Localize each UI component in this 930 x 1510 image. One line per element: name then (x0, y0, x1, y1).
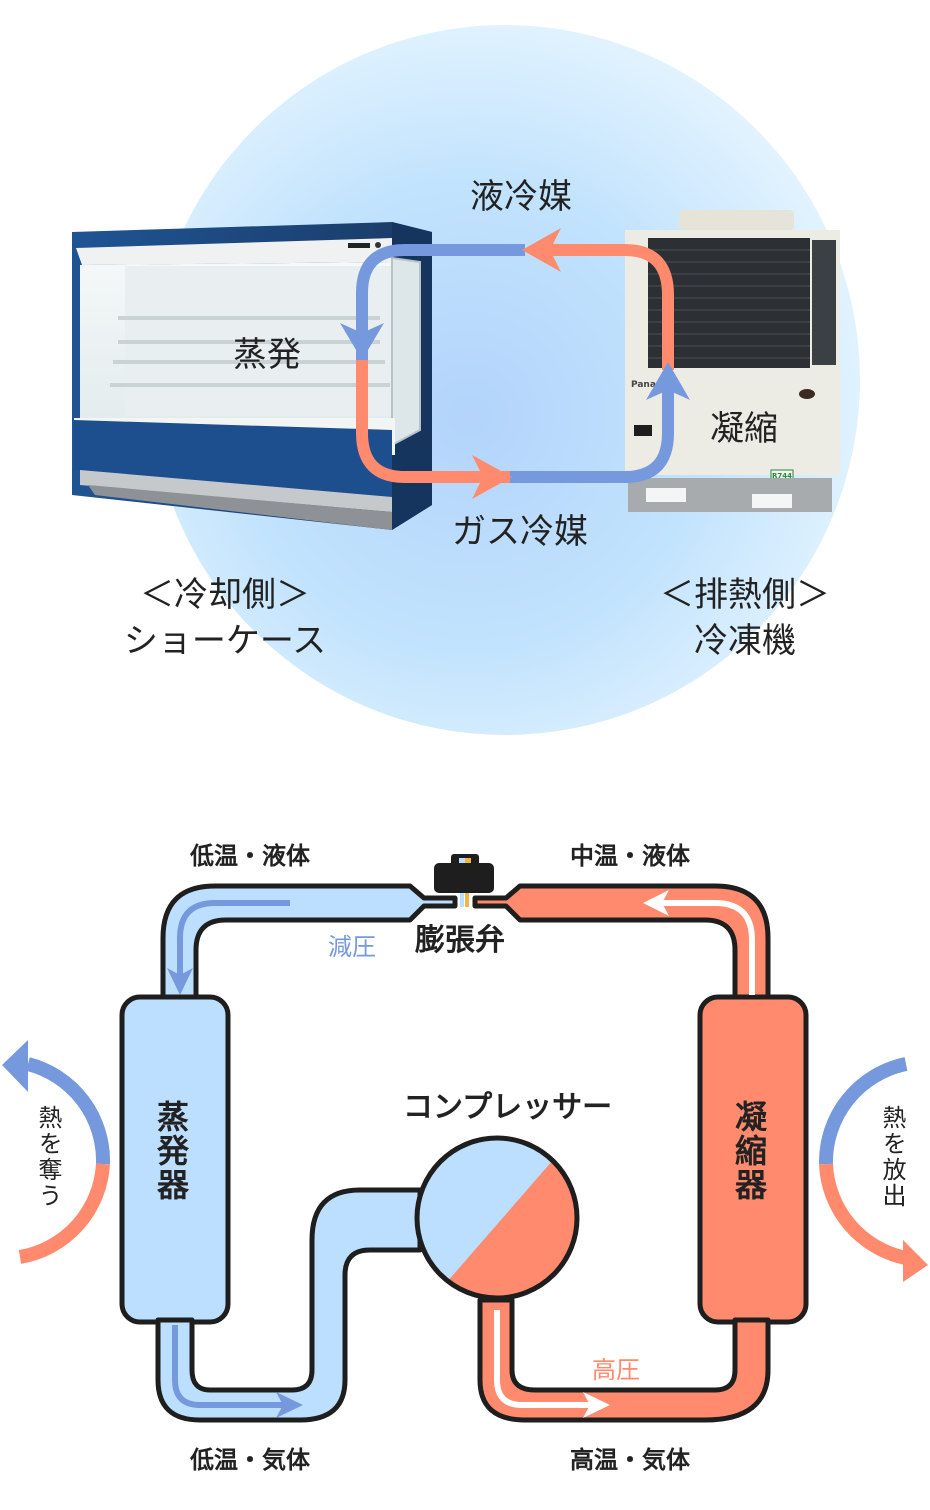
gas-line-hot (356, 360, 510, 483)
cold-liquid-pipe (160, 883, 458, 1003)
arrow-right-icon (583, 1392, 610, 1418)
hot-flow-line (660, 900, 755, 995)
gas-refrigerant-label: ガス冷媒 (452, 512, 588, 552)
hot-gas-pipe (477, 1297, 771, 1423)
evaporation-label: 蒸発 (233, 335, 301, 375)
cold-gas-flow-line (172, 1325, 285, 1408)
heat-release-arc-hot (819, 1163, 908, 1265)
heat-absorb-label: 熱を奪う (34, 1105, 62, 1209)
expansion-valve (434, 854, 494, 907)
expansion-valve-label: 膨張弁 (415, 923, 505, 958)
refrigerator-label: 冷凍機 (694, 621, 796, 661)
arrow-right-icon (472, 455, 512, 499)
cooling-side-title: ＜冷却側＞ (140, 575, 310, 615)
liquid-refrigerant-label: 液冷媒 (470, 177, 572, 217)
showcase-label: ショーケース (123, 621, 327, 661)
refrigerant-loop (356, 244, 674, 483)
condenser-label: 凝縮器 (730, 1100, 768, 1202)
high-pressure-label: 高圧 (592, 1356, 640, 1384)
heat-absorb-arc-cold (26, 1057, 111, 1165)
arrow-down-icon (167, 968, 193, 995)
heat-release-arrow-icon (903, 1240, 928, 1282)
liquid-line-cold (356, 244, 525, 360)
heat-absorb-arrow-icon (2, 1040, 28, 1092)
decompression-label: 減圧 (328, 933, 376, 961)
condensation-label: 凝縮 (710, 409, 778, 449)
arrow-right-icon (276, 1392, 303, 1418)
compressor (414, 1135, 580, 1301)
low-temp-liquid-label: 低温・液体 (190, 842, 310, 870)
heat-absorb-arc-hot (18, 1163, 110, 1264)
arrow-left-icon (643, 890, 669, 916)
heat-release-arc-cold (818, 1057, 908, 1165)
heat-release-label: 熱を放出 (878, 1105, 906, 1209)
arrow-left-icon (522, 228, 561, 272)
cold-flow-line (177, 900, 290, 975)
hot-gas-flow-line (494, 1310, 595, 1408)
background-circle (150, 25, 860, 735)
showcase-illustration (72, 222, 432, 530)
liquid-line-hot (535, 244, 674, 370)
unit-badge: R744 (772, 472, 792, 480)
arrow-down-icon (340, 323, 384, 360)
hot-liquid-pipe (472, 883, 771, 1003)
high-temp-gas-label: 高温・気体 (570, 1446, 690, 1474)
gas-line-cold (510, 375, 674, 483)
low-temp-gas-label: 低温・気体 (190, 1446, 310, 1474)
refrigeration-overview: R744 Panaso (72, 25, 860, 735)
evaporator-label: 蒸発器 (152, 1100, 190, 1202)
unit-brand: Panaso (631, 380, 667, 390)
mid-temp-liquid-label: 中温・液体 (570, 842, 690, 870)
compressor-label: コンプレッサー (403, 1090, 613, 1125)
arrow-up-icon (646, 362, 690, 400)
exhaust-side-title: ＜排熱側＞ (660, 575, 830, 615)
refrigerator-unit-illustration: R744 Panaso (625, 210, 840, 512)
